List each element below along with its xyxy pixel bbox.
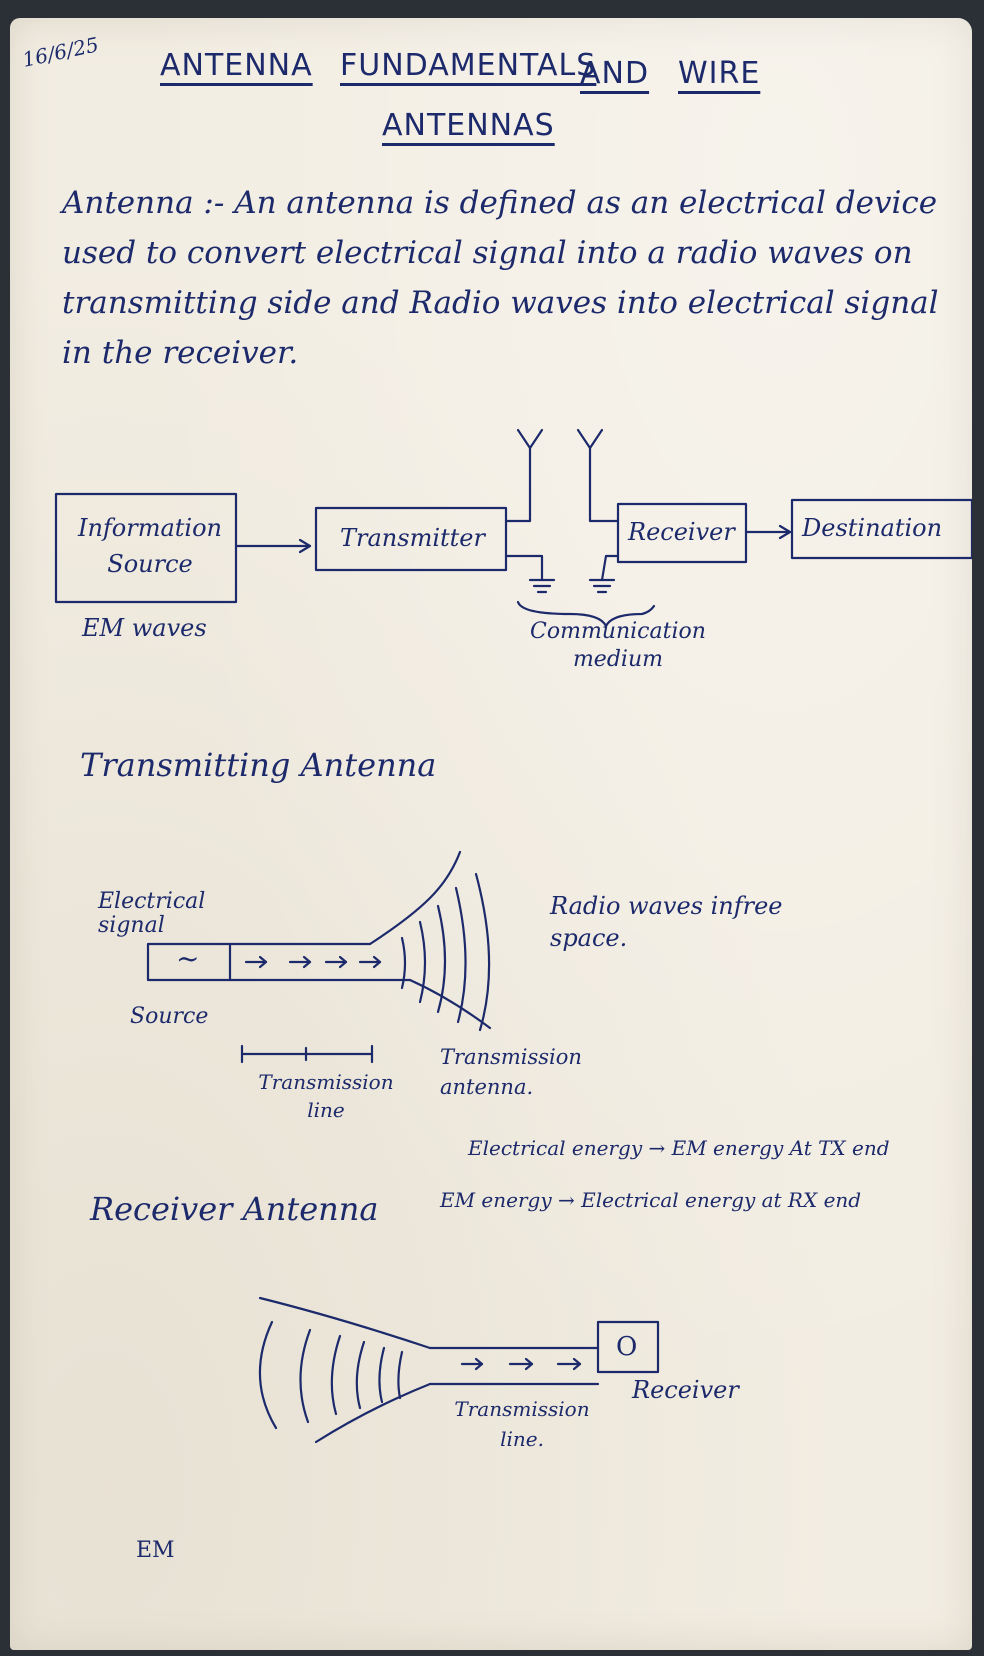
tx-line-arrows [244, 955, 382, 969]
tx-antenna-icon [504, 446, 532, 523]
definition-term: Antenna :- [62, 185, 225, 221]
label-rx-transmission-line: Transmission line. [454, 1397, 590, 1451]
footer-note: EM [136, 1538, 175, 1563]
box-destination [790, 498, 972, 560]
title-word-antennas: ANTENNAS [382, 108, 555, 143]
title-word-fundamentals: FUNDAMENTALS [340, 48, 597, 83]
label-radio-waves: Radio waves infree space. [550, 892, 783, 952]
label-tx-transmission-line: Transmission line [258, 1070, 394, 1122]
note-energy-tx: Electrical energy → EM energy At TX end [468, 1136, 890, 1160]
rx-line-arrows [460, 1357, 582, 1371]
label-transmitter: Transmitter [340, 524, 485, 552]
heading-receiver-antenna: Receiver Antenna [90, 1190, 379, 1228]
rx-receiver-box [596, 1320, 660, 1374]
definition-paragraph: Antenna :- An antenna is defined as an e… [62, 178, 942, 378]
title-word-wire: WIRE [678, 56, 761, 91]
label-em-waves: EM waves [82, 614, 207, 642]
label-destination: Destination [802, 514, 943, 542]
label-receiver: Receiver [628, 518, 735, 546]
label-source: Source [130, 1004, 209, 1029]
box-information-source [54, 492, 238, 604]
label-information-source: Information Source [77, 514, 223, 578]
tx-source-box [146, 942, 232, 982]
rx-receiver-symbol: O [616, 1332, 638, 1362]
label-communication-medium: Communication medium [530, 619, 706, 672]
title-word-and: AND [580, 56, 650, 91]
definition-text: An antenna is defined as an electrical d… [62, 185, 939, 371]
notebook-page: 16/6/25 ANTENNA FUNDAMENTALS AND WIRE AN… [10, 18, 972, 1650]
medium-brace [516, 600, 656, 628]
label-rx-receiver: Receiver [632, 1376, 739, 1404]
label-electrical-signal: Electrical signal [98, 889, 206, 938]
tx-wave-arcs [400, 872, 491, 1032]
rx-wave-arcs [258, 1320, 404, 1430]
note-energy-rx: EM energy → Electrical energy at RX end [440, 1188, 862, 1212]
label-transmission-antenna: Transmission antenna. [440, 1045, 582, 1099]
rx-antenna-icon [588, 446, 620, 523]
diagram-layer [54, 428, 972, 1444]
box-transmitter [314, 506, 508, 572]
title-word-antenna: ANTENNA [160, 48, 313, 83]
heading-transmitting-antenna: Transmitting Antenna [80, 746, 437, 784]
tx-line-scale [240, 1044, 374, 1064]
tx-source-symbol: ~ [176, 942, 200, 975]
